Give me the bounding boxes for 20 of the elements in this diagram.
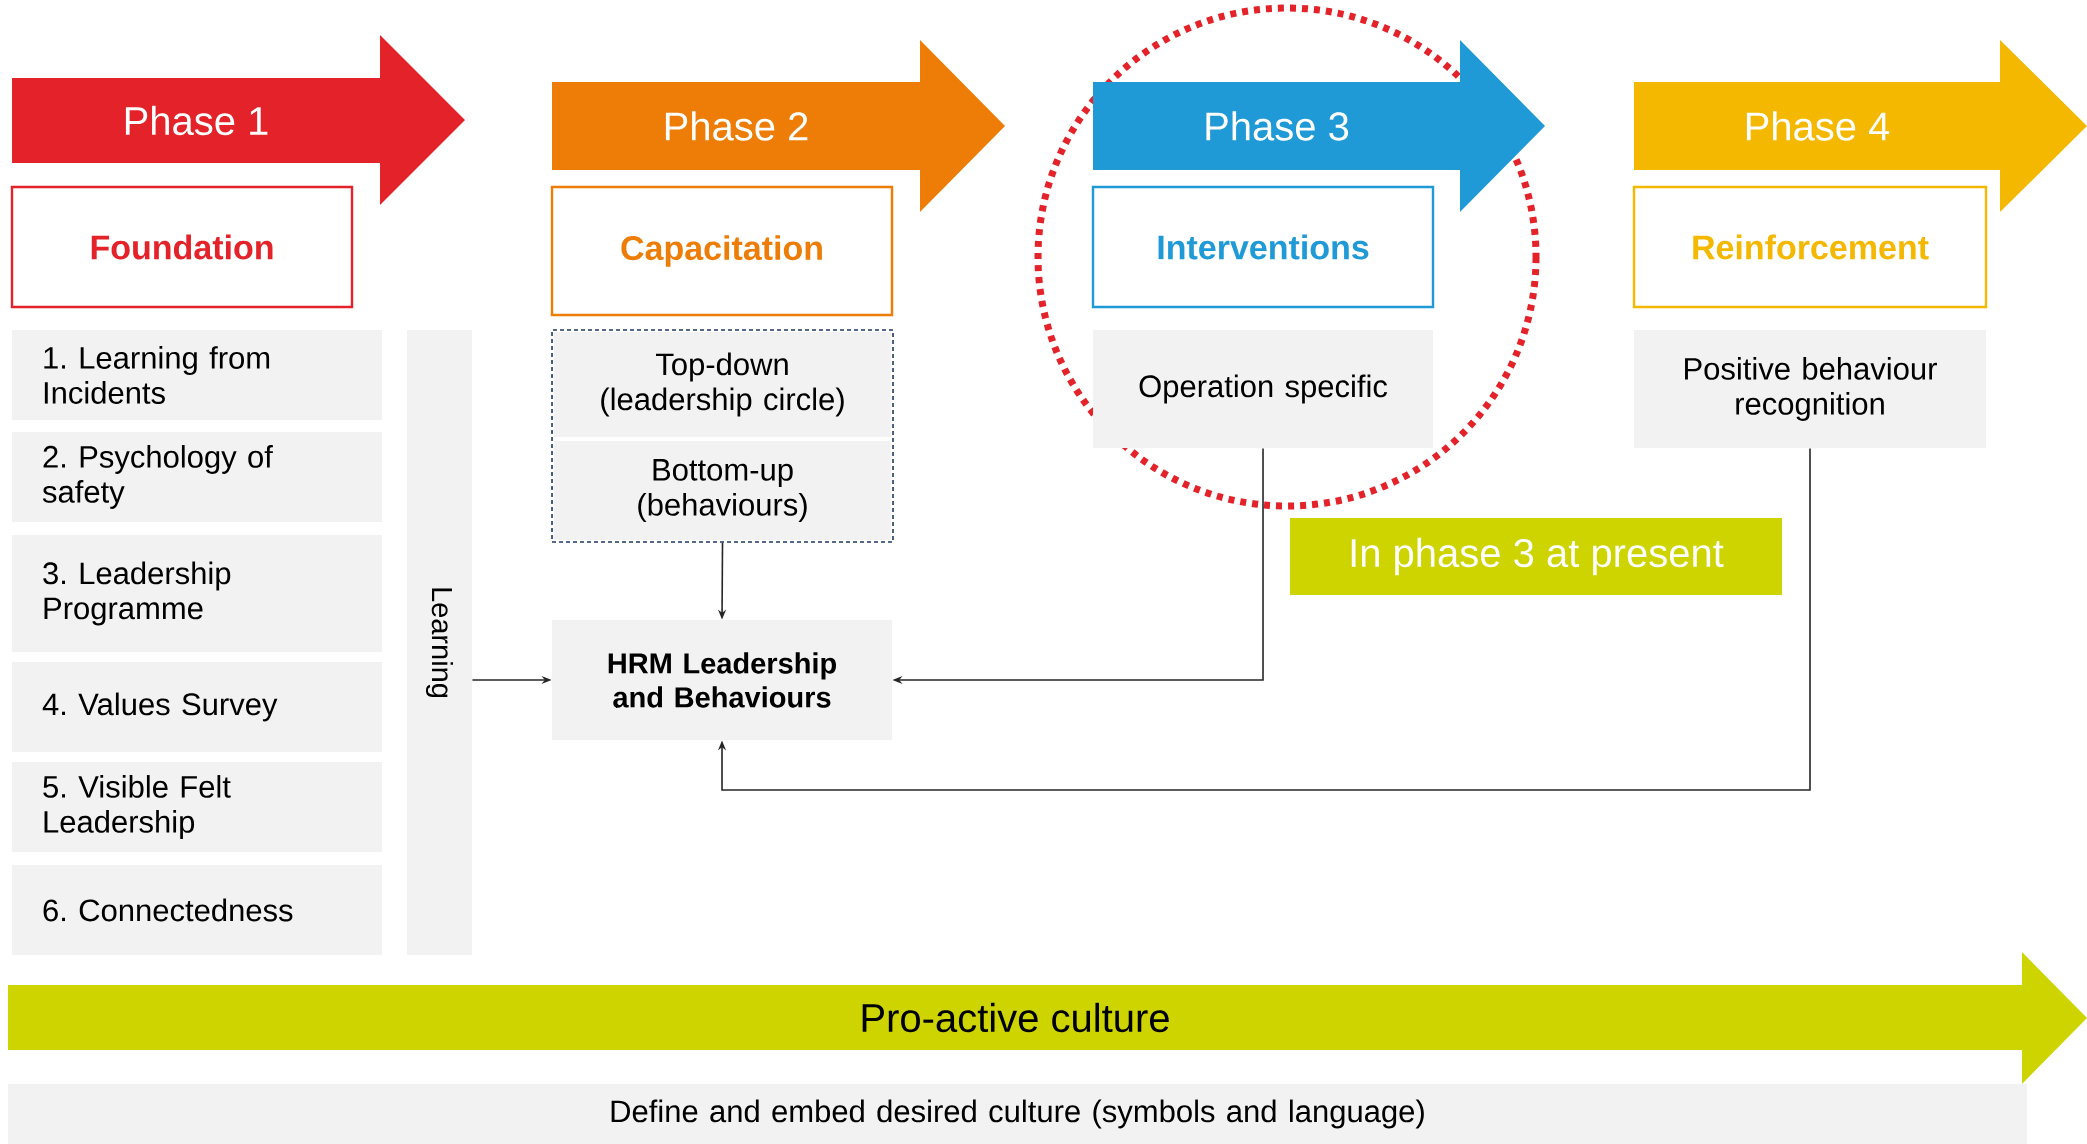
text-box: Bottom-up (behaviours) [554, 441, 891, 540]
topic-box: 6. Connectedness [12, 865, 382, 955]
topic-box: 1. Learning from Incidents [12, 330, 382, 420]
text-box: Operation specific [1093, 330, 1433, 448]
text-box: Define and embed desired culture (symbols and language) [8, 1084, 2027, 1144]
phase-title-box: Interventions [1091, 185, 1435, 309]
text-box: Top-down (leadership circle) [554, 332, 891, 437]
learning-column: Learning [407, 330, 472, 955]
topic-box: 3. Leadership Programme [12, 535, 382, 652]
focus-box: HRM Leadership and Behaviours [552, 620, 892, 740]
phase-title-box: Reinforcement [1632, 185, 1988, 309]
status-banner: In phase 3 at present [1290, 518, 1782, 595]
arrow [717, 447, 1811, 791]
dashed-group-box [551, 329, 894, 543]
text-box: Positive behaviour recognition [1634, 330, 1986, 448]
topic-box: 5. Visible Felt Leadership [12, 762, 382, 852]
phase-title-box: Capacitation [550, 185, 894, 317]
topic-box: 4. Values Survey [12, 662, 382, 752]
phase-title-box: Foundation [10, 185, 354, 309]
topic-box: 2. Psychology of safety [12, 432, 382, 522]
